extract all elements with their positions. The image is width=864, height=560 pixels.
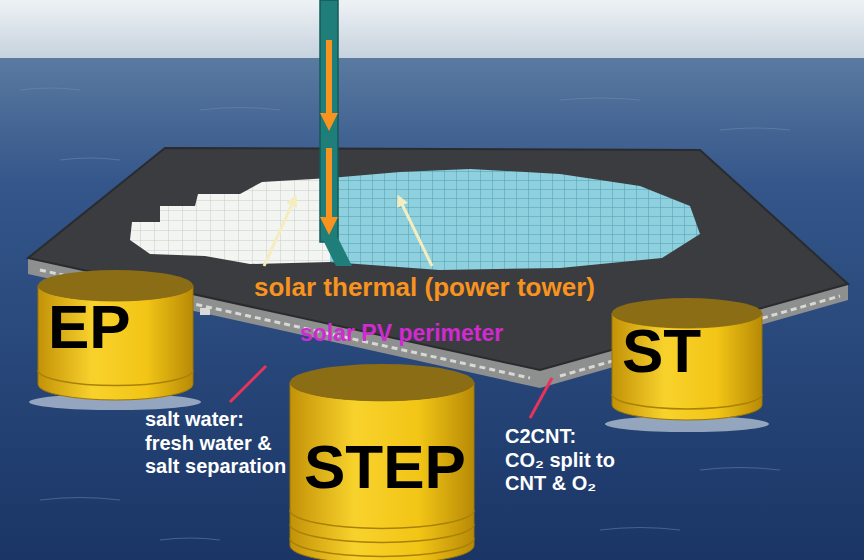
- pontoon-column: STEP: [290, 364, 474, 560]
- callout-label-box: salt water: fresh water & salt separatio…: [145, 408, 297, 479]
- cylinder-stripe: [612, 394, 762, 409]
- power-tower: [320, 0, 338, 242]
- cylinder-stripe: [38, 370, 193, 386]
- cylinder-top: [290, 364, 474, 401]
- callout-label-box: C2CNT: CO₂ split to CNT & O₂: [505, 425, 617, 496]
- callout-label: solar thermal (power tower): [254, 272, 654, 303]
- cylinder-body: [38, 286, 193, 401]
- heliostat-field: [330, 169, 700, 270]
- leader-line: [230, 366, 266, 402]
- cylinder-stripe: [290, 510, 474, 528]
- cylinder-body: [612, 313, 762, 420]
- tower-beam: [322, 238, 352, 266]
- cylinder-stripe: [290, 524, 474, 542]
- reflection-arrow: [400, 200, 432, 266]
- pontoon-column: EP: [38, 270, 193, 400]
- cylinder-body: [290, 382, 474, 560]
- callout-label: C2CNT: CO₂ split to CNT & O₂: [505, 425, 617, 496]
- callout-label-box: solar PV perimeter: [300, 320, 560, 347]
- callout-label-box: solar thermal (power tower): [254, 272, 654, 303]
- pontoon-column: ST: [612, 298, 762, 420]
- pv-field: [130, 178, 330, 264]
- reflection-arrow: [264, 200, 294, 266]
- heat-arrow: [326, 148, 332, 226]
- cylinder-stripe: [290, 538, 474, 556]
- column-label: ST: [622, 320, 701, 382]
- sea: [0, 58, 864, 560]
- heat-arrow: [326, 40, 332, 122]
- column-label: STEP: [304, 436, 466, 498]
- leader-line: [530, 378, 552, 418]
- column-label: EP: [48, 296, 131, 358]
- sky: [0, 0, 864, 62]
- callout-label: solar PV perimeter: [300, 320, 560, 347]
- callout-label: salt water: fresh water & salt separatio…: [145, 408, 297, 479]
